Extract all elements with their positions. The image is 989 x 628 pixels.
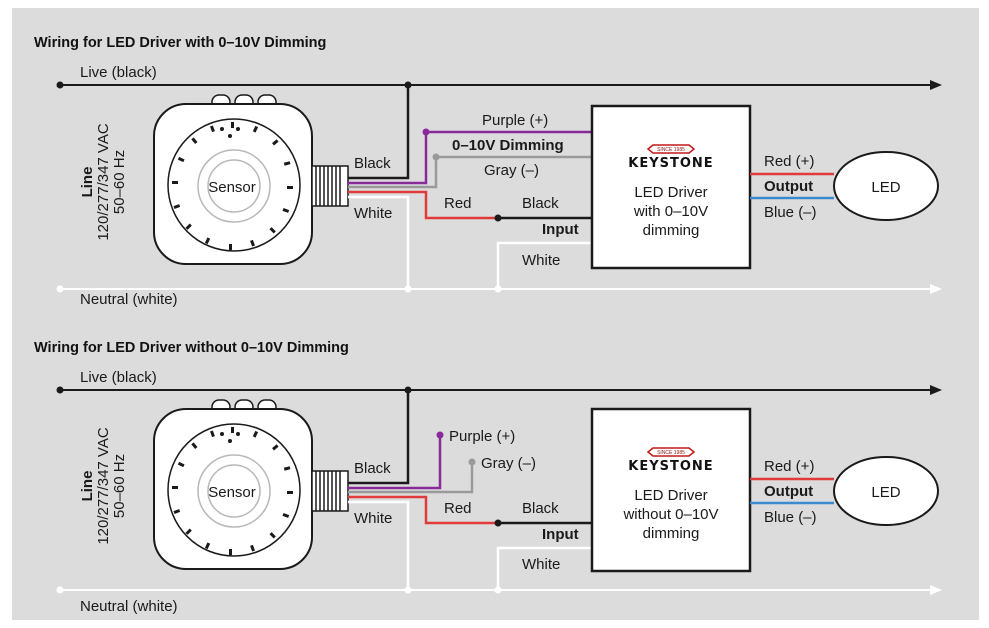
line-voltage-text: 120/277/347 VAC — [95, 427, 112, 544]
black-junction — [404, 81, 412, 89]
led-driver-box: SINCE 1985 KEYSTONE LED Driver without 0… — [590, 407, 752, 573]
purple-wire — [348, 435, 442, 490]
sensor-black-label: Black — [354, 155, 391, 172]
keystone-logo: SINCE 1985 KEYSTONE — [628, 144, 713, 171]
diagram-without-dimming: Wiring for LED Driver without 0–10V Dimm… — [12, 314, 979, 620]
sensor-black-label: Black — [354, 460, 391, 477]
blue-minus-label: Blue (–) — [764, 509, 817, 526]
red-wire — [348, 495, 498, 525]
sensor-label: Sensor — [208, 179, 256, 196]
live-label: Live (black) — [80, 369, 157, 386]
driver-line-3: dimming — [643, 525, 700, 542]
led-driver-box: SINCE 1985 KEYSTONE LED Driver with 0–10… — [590, 104, 752, 270]
purple-capped-end — [436, 431, 444, 439]
diagram-svg: Wiring for LED Driver without 0–10V Dimm… — [34, 340, 942, 615]
output-label: Output — [764, 483, 813, 500]
output-label: Output — [764, 178, 813, 195]
neutral-terminal — [56, 586, 64, 594]
sensor-white-wire — [348, 195, 410, 289]
blue-minus-label: Blue (–) — [764, 204, 817, 221]
line-voltage-label: Line 120/277/347 VAC 50–60 Hz — [79, 427, 128, 544]
sensor-vents — [172, 427, 293, 555]
sensor-device: Sensor — [153, 94, 349, 265]
diagram-title: Wiring for LED Driver with 0–10V Dimming — [34, 35, 326, 51]
sensor-black-wire — [348, 390, 410, 485]
diagram-title: Wiring for LED Driver without 0–10V Dimm… — [34, 340, 349, 356]
sensor-white-label: White — [354, 205, 392, 222]
sensor-device: Sensor — [153, 399, 349, 570]
red-wire — [348, 190, 498, 220]
red-plus-label: Red (+) — [764, 153, 814, 170]
gray-junction — [432, 153, 440, 161]
keystone-logo: SINCE 1985 KEYSTONE — [628, 447, 713, 474]
black-label: Black — [522, 195, 559, 212]
line-frequency-text: 50–60 Hz — [111, 150, 128, 214]
sensor-white-wire — [348, 500, 410, 590]
red-label: Red — [444, 500, 472, 517]
gray-wire — [348, 155, 592, 189]
line-voltage-label: Line 120/277/347 VAC 50–60 Hz — [79, 123, 128, 240]
input-label: Input — [542, 526, 579, 543]
driver-white-input — [496, 241, 592, 289]
purple-label: Purple (+) — [449, 428, 515, 445]
led-label: LED — [871, 484, 900, 501]
line-voltage-text: 120/277/347 VAC — [95, 123, 112, 240]
red-black-junction — [494, 519, 502, 527]
neutral-terminal — [56, 285, 64, 293]
neutral-arrow-icon — [930, 585, 942, 595]
sensor-label: Sensor — [208, 484, 256, 501]
diagram-with-dimming: Wiring for LED Driver with 0–10V Dimming… — [12, 8, 979, 314]
driver-line-1: LED Driver — [634, 184, 707, 201]
driver-line-1: LED Driver — [634, 487, 707, 504]
driver-line-2: without 0–10V — [622, 506, 718, 523]
live-terminal — [56, 81, 64, 89]
red-label: Red — [444, 195, 472, 212]
input-label: Input — [542, 221, 579, 238]
purple-junction — [422, 128, 430, 136]
line-frequency-text: 50–60 Hz — [111, 454, 128, 518]
sensor-black-wire — [348, 85, 410, 180]
neutral-label: Neutral (white) — [80, 598, 178, 615]
led-label: LED — [871, 179, 900, 196]
dimming-label: 0–10V Dimming — [452, 137, 564, 154]
gray-wire — [348, 462, 474, 494]
neutral-arrow-icon — [930, 284, 942, 294]
driver-white-input — [496, 546, 592, 590]
purple-wire — [348, 130, 592, 185]
sensor-white-label: White — [354, 510, 392, 527]
white-junction-2 — [494, 285, 502, 293]
red-black-junction — [494, 214, 502, 222]
live-arrow-icon — [930, 80, 942, 90]
live-label: Live (black) — [80, 64, 157, 81]
gray-label: Gray (–) — [481, 455, 536, 472]
white-junction-2 — [494, 586, 502, 594]
gray-capped-end — [468, 458, 476, 466]
purple-label: Purple (+) — [482, 112, 548, 129]
diagram-svg: Wiring for LED Driver with 0–10V Dimming… — [34, 35, 942, 308]
led-bulb — [833, 151, 939, 221]
brand-text: KEYSTONE — [628, 459, 713, 474]
white-junction-1 — [404, 586, 412, 594]
black-label: Black — [522, 500, 559, 517]
red-plus-label: Red (+) — [764, 458, 814, 475]
black-junction — [404, 386, 412, 394]
svg-text:SINCE 1985: SINCE 1985 — [657, 147, 685, 153]
brand-text: KEYSTONE — [628, 156, 713, 171]
line-bold-label: Line — [79, 167, 96, 198]
sensor-vents — [172, 122, 293, 250]
led-bulb — [833, 456, 939, 526]
live-terminal — [56, 386, 64, 394]
driver-line-3: dimming — [643, 222, 700, 239]
neutral-label: Neutral (white) — [80, 291, 178, 308]
live-arrow-icon — [930, 385, 942, 395]
svg-text:SINCE 1985: SINCE 1985 — [657, 450, 685, 456]
white-label: White — [522, 252, 560, 269]
driver-line-2: with 0–10V — [633, 203, 708, 220]
line-bold-label: Line — [79, 471, 96, 502]
white-label: White — [522, 556, 560, 573]
white-junction-1 — [404, 285, 412, 293]
gray-label: Gray (–) — [484, 162, 539, 179]
